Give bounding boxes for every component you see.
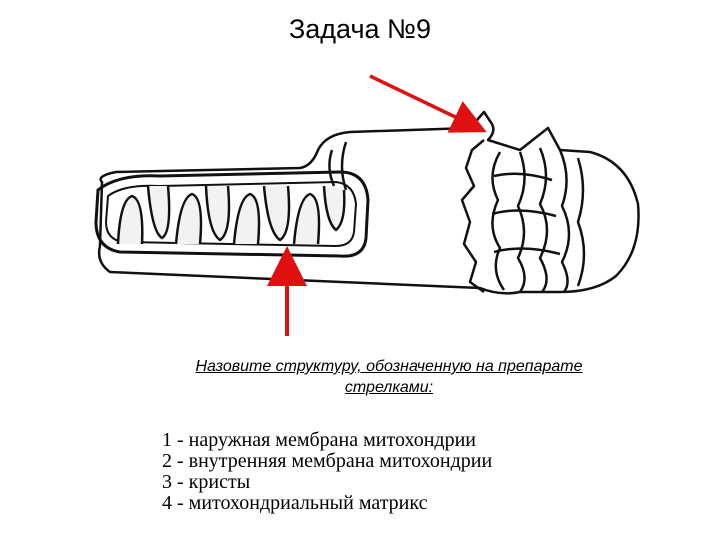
answer-option: 1 - наружная мембрана митохондрии — [162, 429, 476, 451]
cut-surface — [460, 139, 586, 294]
page-title: Задача №9 — [288, 14, 432, 44]
answer-option: 2 - внутренняя мембрана митохондрии — [162, 450, 493, 472]
answer-option: 4 - митохондриальный матрикс — [162, 492, 428, 514]
inner-membrane — [94, 170, 370, 258]
answer-option: 3 - кристы — [162, 471, 251, 493]
cristae — [116, 141, 348, 245]
arrow-top — [369, 74, 487, 133]
answer-options: 1 - наружная мембрана митохондрии 2 - вн… — [162, 430, 492, 514]
outer-membrane — [97, 110, 640, 295]
question-text: Назовите структуру, обозначенную на преп… — [195, 358, 583, 396]
